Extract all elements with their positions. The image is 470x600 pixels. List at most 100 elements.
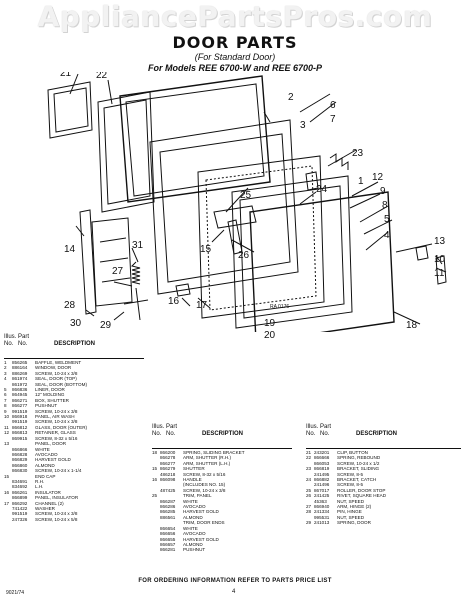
part-description: LINER, DOOR (35, 387, 65, 393)
part-description: BOX, SHUTTER (35, 397, 69, 403)
part-number: 866812 (12, 424, 28, 430)
part-number: 866281 (160, 547, 176, 553)
part-description: PUSHNUT (183, 547, 206, 553)
illus-number: 1 (4, 360, 7, 365)
part-number: 991519 (12, 419, 28, 425)
part-number: 866261 (12, 489, 28, 495)
table-row: TRIM, DOOR ENDS (152, 520, 245, 525)
part-description: SCREW, 10-24 x 3/8 (35, 419, 78, 425)
part-number: 866656 (160, 531, 176, 537)
part-description: WHITE (183, 498, 198, 504)
part-description: SCREW, 10-24 x 3/8 (35, 408, 78, 414)
watermark: AppliancePartsPros.com (37, 0, 433, 33)
part-description: (INCLUDES NO. 15) (183, 482, 226, 488)
callout: 27 (112, 266, 124, 277)
part-description: HANDLE (183, 477, 202, 483)
callout: 12 (372, 172, 384, 183)
part-description: SCREW, 10-24 x 1-1/4 (35, 468, 82, 474)
ordering-note: FOR ORDERING INFORMATION REFER TO PARTS … (138, 578, 332, 584)
part-number: 861974 (12, 376, 28, 382)
table-row: 886561 ALMOND (152, 515, 245, 520)
part-description: PANEL, AIR WASH (35, 414, 75, 420)
part-description: HARVEST GOLD (183, 509, 219, 515)
part-description: SCREW, 10-24 x 1/2 (337, 460, 380, 466)
table-row: (INCLUDES NO. 15) (152, 482, 245, 487)
part-description: HARVEST GOLD (35, 457, 71, 463)
part-description: CLIP, BUTTON (337, 450, 368, 455)
part-number: 866098 (160, 477, 176, 483)
part-description: NUT, SPEED (337, 498, 365, 504)
callout: 20 (264, 330, 276, 341)
part-description: 12" MOLDING (35, 392, 65, 398)
callout: 2 (288, 92, 294, 103)
part-description: GLASS, DOOR (OUTER) (35, 424, 88, 430)
illus-number: 11 (4, 424, 9, 430)
illus-number: 10 (4, 414, 10, 420)
part-number: 886561 (160, 514, 176, 520)
callout: 22 (96, 72, 108, 81)
illus-number: 26 (306, 493, 312, 499)
illus-number: 2 (4, 365, 7, 371)
callout: 5 (384, 214, 390, 225)
callout: 16 (168, 296, 180, 307)
callout: 8 (382, 200, 388, 211)
illus-number: 8 (4, 403, 7, 409)
part-description: SPRING, REBOUND (337, 455, 381, 461)
part-number: 866053 (314, 460, 330, 466)
illus-number: 17 (4, 500, 10, 506)
part-number: 866292 (12, 500, 28, 506)
callout: 28 (64, 300, 76, 311)
illus-number: 3 (4, 370, 7, 376)
part-description: ALMOND (183, 514, 203, 520)
illus-number: 25 (152, 493, 158, 499)
illus-number: 16 (4, 489, 10, 495)
callout: 6 (330, 100, 336, 111)
table-row: 866281 PUSHNUT (152, 547, 245, 552)
part-number: 241495 (314, 471, 330, 477)
illus-number: 23 (306, 466, 312, 472)
part-number: 834692 (12, 484, 28, 490)
part-number: 866860 (12, 462, 28, 468)
part-description: WHITE (183, 525, 198, 531)
part-description: WHITE (35, 446, 50, 452)
illus-number: 16 (152, 477, 158, 483)
illus-number: 27 (306, 504, 312, 510)
exploded-parts-diagram: 21 22 2 3 6 7 23 24 25 1 12 9 8 5 4 13 1… (47, 72, 447, 332)
illus-number: 15 (4, 473, 10, 479)
document-code: 9021/74 (6, 590, 25, 596)
callout: 26 (238, 250, 250, 261)
part-number: 866277 (12, 403, 28, 409)
illus-number: 9 (4, 408, 7, 414)
